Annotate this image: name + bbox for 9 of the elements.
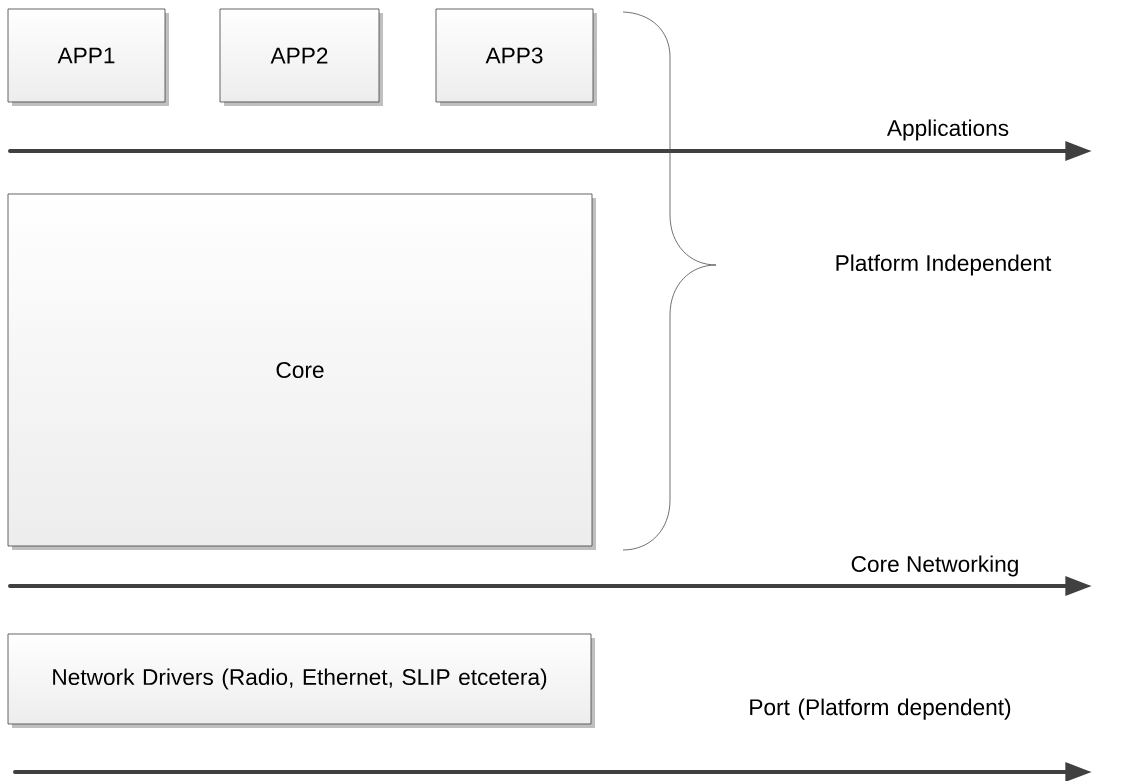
layer-label: Port (Platform dependent) xyxy=(750,698,1011,720)
layer-label: Core Networking xyxy=(851,555,1018,577)
layer-box: Network Drivers (Radio, Ethernet, SLIP etcetera) xyxy=(7,633,595,728)
layer-label: Applications xyxy=(886,119,1009,141)
layer-box: Core xyxy=(7,193,596,550)
layer-box: APP3 xyxy=(435,8,597,106)
layer-box: APP1 xyxy=(7,8,169,106)
layer-box: APP2 xyxy=(219,8,383,106)
layer-label: Platform Independent xyxy=(836,254,1052,276)
